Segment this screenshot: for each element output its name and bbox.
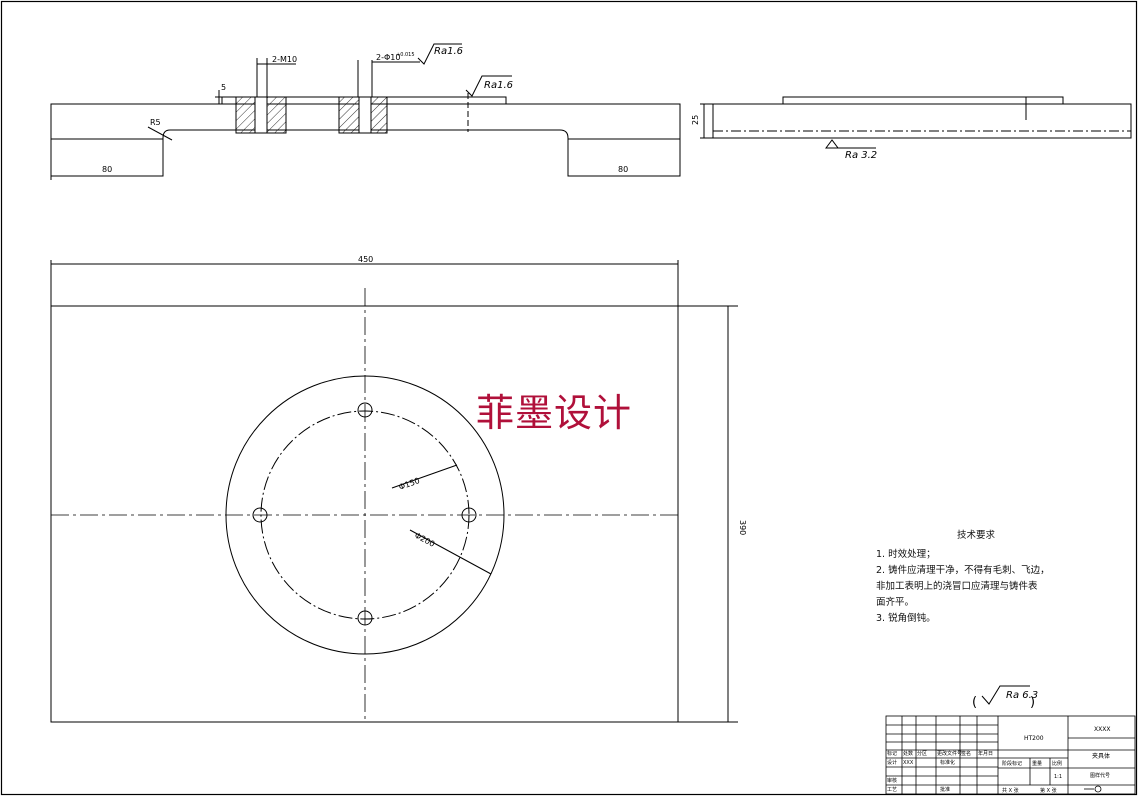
count-label: 处数 — [903, 750, 913, 757]
material: HT200 — [1024, 735, 1044, 742]
change-doc-label: 更改文件号 — [937, 750, 962, 757]
tech-item: 1. 时效处理； — [876, 549, 936, 560]
height-dim: 390 — [738, 520, 747, 535]
section-view-text: 2-M10 2-Φ10 +0.015 Ra1.6 Ra1.6 5 R5 80 8… — [102, 46, 628, 174]
weight-label: 重量 — [1032, 760, 1042, 767]
general-roughness — [981, 685, 1030, 705]
plan-view — [50, 260, 738, 723]
tech-item: 2. 铸件应清理干净，不得有毛刺、飞边， — [876, 565, 1050, 576]
title-block-text: HT200 XXXX 夹具体 图样代号 标记 处数 分区 更改文件号 签名 年月… — [887, 726, 1110, 794]
zone-label: 分区 — [917, 750, 927, 757]
tech-requirements-title: 技术要求 — [956, 530, 995, 541]
company: XXXX — [1094, 726, 1110, 733]
signature-label: 签名 — [961, 750, 971, 757]
tech-item: 3. 锐角倒钝。 — [876, 613, 936, 624]
watermark: 菲墨设计 — [476, 391, 633, 435]
tech-item: 面齐平。 — [876, 597, 915, 608]
general-roughness-open: ( — [972, 695, 977, 710]
width-dim: 450 — [358, 255, 373, 264]
stage-mark-label: 阶段标记 — [1002, 760, 1022, 767]
outer-dim: Φ200 — [413, 531, 436, 549]
general-roughness-label: Ra 6.3 — [1006, 690, 1038, 701]
sheets-total: 共 X 张 — [1002, 787, 1019, 794]
thickness-dim: 25 — [691, 115, 700, 125]
hole-note-left: 2-M10 — [272, 55, 297, 64]
pitch-circle — [260, 410, 470, 620]
hole-note-right: 2-Φ10 — [376, 53, 400, 62]
sheet-number: 第 X 张 — [1040, 787, 1057, 794]
date-label: 年月日 — [978, 750, 993, 757]
side-view — [700, 96, 1132, 149]
marks-label: 标记 — [887, 750, 897, 757]
dim-left-80: 80 — [102, 165, 112, 174]
section-view — [50, 43, 681, 180]
reviewer-label: 审核 — [887, 777, 897, 784]
tech-item: 非加工表明上的浇冒口应清理与铸件表 — [876, 581, 1038, 592]
side-view-text: 25 Ra 3.2 — [691, 115, 877, 161]
roughness-label-2: Ra1.6 — [484, 80, 513, 91]
side-roughness: Ra 3.2 — [845, 150, 877, 161]
approve-label: 批准 — [940, 786, 950, 793]
roughness-label-1: Ra1.6 — [434, 46, 463, 57]
tech-requirements: 技术要求 1. 时效处理； 2. 铸件应清理干净，不得有毛刺、飞边， 非加工表明… — [876, 528, 1076, 627]
outer-circle — [225, 375, 505, 655]
standardized-label: 标准化 — [940, 759, 955, 766]
part-name: 夹具体 — [1092, 752, 1110, 760]
scale-value: 1:1 — [1054, 774, 1062, 780]
process-label: 工艺 — [887, 787, 897, 793]
scale-label: 比例 — [1052, 760, 1062, 767]
hole-bottom — [357, 610, 373, 626]
designer-name: XXX — [903, 760, 914, 766]
radius-note: R5 — [150, 118, 161, 127]
hole-top — [357, 402, 373, 418]
general-roughness-close: ) — [1030, 695, 1035, 710]
hole-left — [252, 507, 268, 523]
depth-dim: 5 — [221, 83, 226, 92]
hole-right — [461, 507, 477, 523]
dim-right-80: 80 — [618, 165, 628, 174]
designer-label: 设计 — [887, 759, 897, 766]
drawing-code-label: 图样代号 — [1090, 772, 1110, 779]
title-block — [885, 715, 1136, 795]
pcd-dim: Φ150 — [398, 476, 421, 492]
hole-tolerance: +0.015 — [396, 52, 415, 58]
